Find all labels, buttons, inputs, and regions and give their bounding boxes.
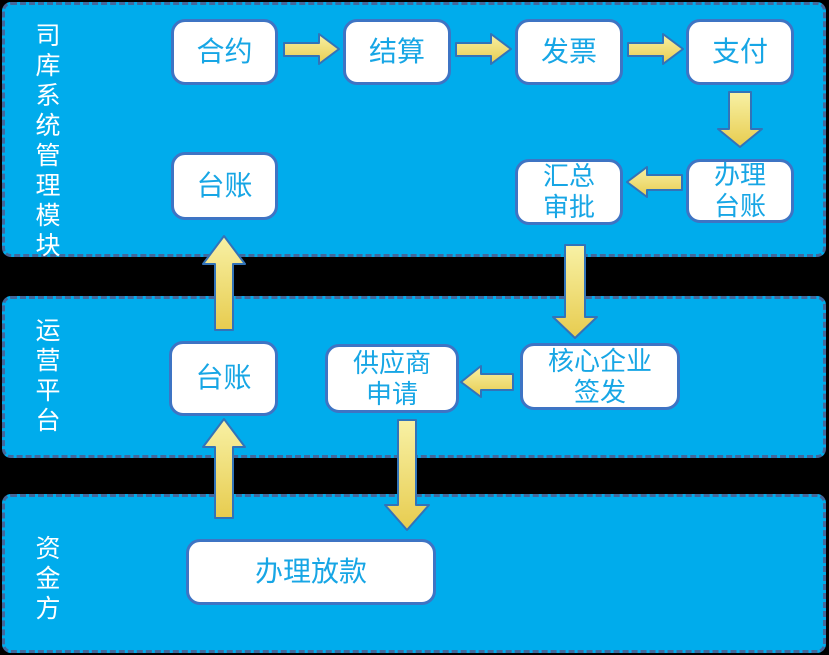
band-label-operation: 运营平台 xyxy=(32,317,60,437)
node-handle-ledger: 办理 台账 xyxy=(686,159,794,223)
band-label-capital: 资金方 xyxy=(32,535,60,625)
node-payment: 支付 xyxy=(686,19,794,85)
band-label-treasury: 司库系统管理模块 xyxy=(32,22,60,262)
node-contract: 合约 xyxy=(171,19,278,85)
node-handle-loan: 办理放款 xyxy=(186,539,436,605)
node-ledger-top: 台账 xyxy=(171,152,278,220)
node-supplier-apply: 供应商 申请 xyxy=(325,344,459,413)
node-ledger-mid: 台账 xyxy=(169,341,278,416)
node-summary-approval: 汇总 审批 xyxy=(515,159,623,225)
node-invoice: 发票 xyxy=(515,19,623,85)
node-core-issue: 核心企业 签发 xyxy=(520,343,680,410)
node-settlement: 结算 xyxy=(343,19,451,85)
